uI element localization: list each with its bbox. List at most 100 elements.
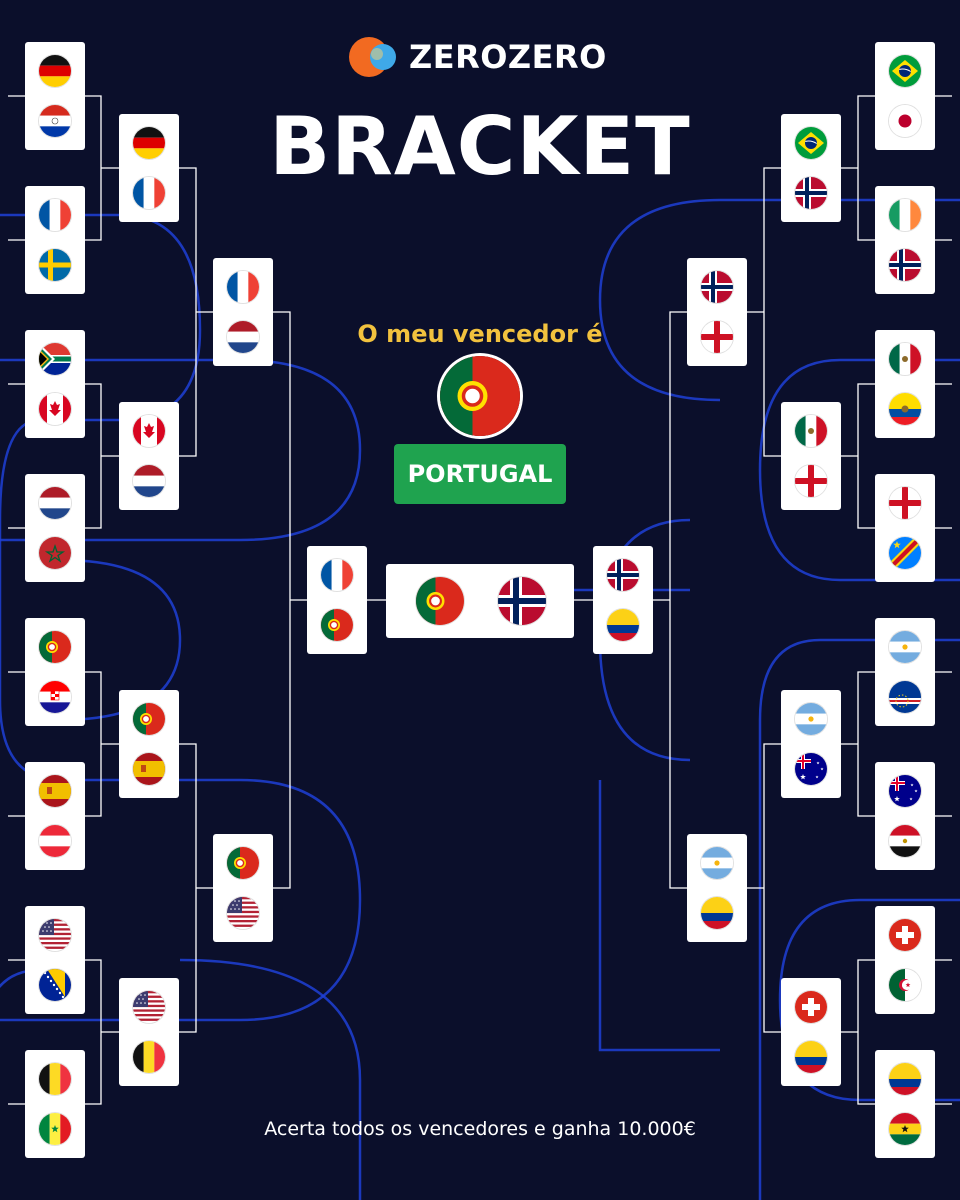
match-card-left-qf[interactable] (213, 258, 273, 366)
flag-france-icon[interactable] (39, 199, 71, 231)
match-card-left-r32[interactable] (25, 330, 85, 438)
flag-algeria-icon[interactable] (889, 969, 921, 1001)
match-card-left-r32[interactable] (25, 618, 85, 726)
flag-norway-icon[interactable] (795, 177, 827, 209)
match-card-right-qf[interactable] (687, 834, 747, 942)
flag-belgium-icon[interactable] (39, 1063, 71, 1095)
final-flag-portugal-icon[interactable] (416, 577, 464, 625)
match-card-right-r32[interactable] (875, 906, 935, 1014)
flag-spain-icon[interactable] (39, 775, 71, 807)
match-card-right-r32[interactable] (875, 618, 935, 726)
flag-dr-congo-icon[interactable] (889, 537, 921, 569)
flag-ireland-icon[interactable] (889, 199, 921, 231)
flag-ghana-icon[interactable] (889, 1113, 921, 1145)
match-card-right-r32[interactable] (875, 474, 935, 582)
flag-argentina-icon[interactable] (889, 631, 921, 663)
flag-colombia-icon[interactable] (795, 1041, 827, 1073)
flag-usa-icon[interactable] (133, 991, 165, 1023)
flag-usa-icon[interactable] (39, 919, 71, 951)
flag-argentina-icon[interactable] (701, 847, 733, 879)
flag-ecuador-icon[interactable] (889, 393, 921, 425)
flag-netherlands-icon[interactable] (227, 321, 259, 353)
flag-netherlands-icon[interactable] (39, 487, 71, 519)
flag-paraguay-icon[interactable] (39, 105, 71, 137)
match-card-right-r32[interactable] (875, 330, 935, 438)
flag-portugal-icon[interactable] (133, 703, 165, 735)
flag-switzerland-icon[interactable] (795, 991, 827, 1023)
flag-spain-icon[interactable] (133, 753, 165, 785)
flag-morocco-icon[interactable] (39, 537, 71, 569)
flag-colombia-icon[interactable] (701, 897, 733, 929)
flag-cape-verde-icon[interactable] (889, 681, 921, 713)
match-card-right-r32[interactable] (875, 762, 935, 870)
brand-name: ZEROZERO (409, 38, 607, 76)
flag-australia-icon[interactable] (795, 753, 827, 785)
zerozero-logo: ZEROZERO (349, 34, 607, 80)
flag-australia-icon[interactable] (889, 775, 921, 807)
flag-mexico-icon[interactable] (795, 415, 827, 447)
flag-bosnia-icon[interactable] (39, 969, 71, 1001)
flag-argentina-icon[interactable] (795, 703, 827, 735)
bracket-connector (85, 383, 102, 529)
match-card-right-qf[interactable] (687, 258, 747, 366)
flag-sweden-icon[interactable] (39, 249, 71, 281)
flag-france-icon[interactable] (227, 271, 259, 303)
flag-france-icon[interactable] (133, 177, 165, 209)
match-card-right-r16[interactable] (781, 978, 841, 1086)
flag-croatia-icon[interactable] (39, 681, 71, 713)
winner-team-badge[interactable]: PORTUGAL (394, 444, 566, 504)
flag-japan-icon[interactable] (889, 105, 921, 137)
bracket-connector (857, 383, 875, 529)
match-card-left-sf[interactable] (307, 546, 367, 654)
flag-usa-icon[interactable] (227, 897, 259, 929)
match-card-right-r16[interactable] (781, 114, 841, 222)
match-card-left-r16[interactable] (119, 114, 179, 222)
match-card-right-r16[interactable] (781, 690, 841, 798)
flag-france-icon[interactable] (321, 559, 353, 591)
flag-norway-icon[interactable] (701, 271, 733, 303)
match-card-left-qf[interactable] (213, 834, 273, 942)
flag-south-africa-icon[interactable] (39, 343, 71, 375)
flag-senegal-icon[interactable] (39, 1113, 71, 1145)
final-flag-norway-icon[interactable] (498, 577, 546, 625)
match-card-left-r32[interactable] (25, 1050, 85, 1158)
flag-norway-icon[interactable] (607, 559, 639, 591)
flag-england-icon[interactable] (795, 465, 827, 497)
match-card-right-r32[interactable] (875, 1050, 935, 1158)
flag-brazil-icon[interactable] (889, 55, 921, 87)
flag-colombia-icon[interactable] (607, 609, 639, 641)
bracket-connector (179, 743, 197, 1033)
match-card-right-r32[interactable] (875, 186, 935, 294)
flag-egypt-icon[interactable] (889, 825, 921, 857)
flag-mexico-icon[interactable] (889, 343, 921, 375)
flag-portugal-icon[interactable] (227, 847, 259, 879)
match-card-right-r16[interactable] (781, 402, 841, 510)
flag-canada-icon[interactable] (39, 393, 71, 425)
flag-portugal-icon[interactable] (39, 631, 71, 663)
match-card-left-r16[interactable] (119, 402, 179, 510)
match-card-left-r32[interactable] (25, 762, 85, 870)
final-match-card[interactable] (386, 564, 574, 638)
bracket-connector (273, 311, 291, 889)
flag-canada-icon[interactable] (133, 415, 165, 447)
flag-netherlands-icon[interactable] (133, 465, 165, 497)
flag-portugal-icon[interactable] (321, 609, 353, 641)
match-card-right-sf[interactable] (593, 546, 653, 654)
match-card-left-r32[interactable] (25, 906, 85, 1014)
match-card-left-r16[interactable] (119, 690, 179, 798)
match-card-left-r32[interactable] (25, 186, 85, 294)
flag-norway-icon[interactable] (889, 249, 921, 281)
flag-belgium-icon[interactable] (133, 1041, 165, 1073)
flag-switzerland-icon[interactable] (889, 919, 921, 951)
flag-germany-icon[interactable] (133, 127, 165, 159)
match-card-right-r32[interactable] (875, 42, 935, 150)
flag-austria-icon[interactable] (39, 825, 71, 857)
flag-germany-icon[interactable] (39, 55, 71, 87)
match-card-left-r32[interactable] (25, 42, 85, 150)
flag-england-icon[interactable] (701, 321, 733, 353)
match-card-left-r32[interactable] (25, 474, 85, 582)
flag-england-icon[interactable] (889, 487, 921, 519)
match-card-left-r16[interactable] (119, 978, 179, 1086)
flag-colombia-icon[interactable] (889, 1063, 921, 1095)
flag-brazil-icon[interactable] (795, 127, 827, 159)
